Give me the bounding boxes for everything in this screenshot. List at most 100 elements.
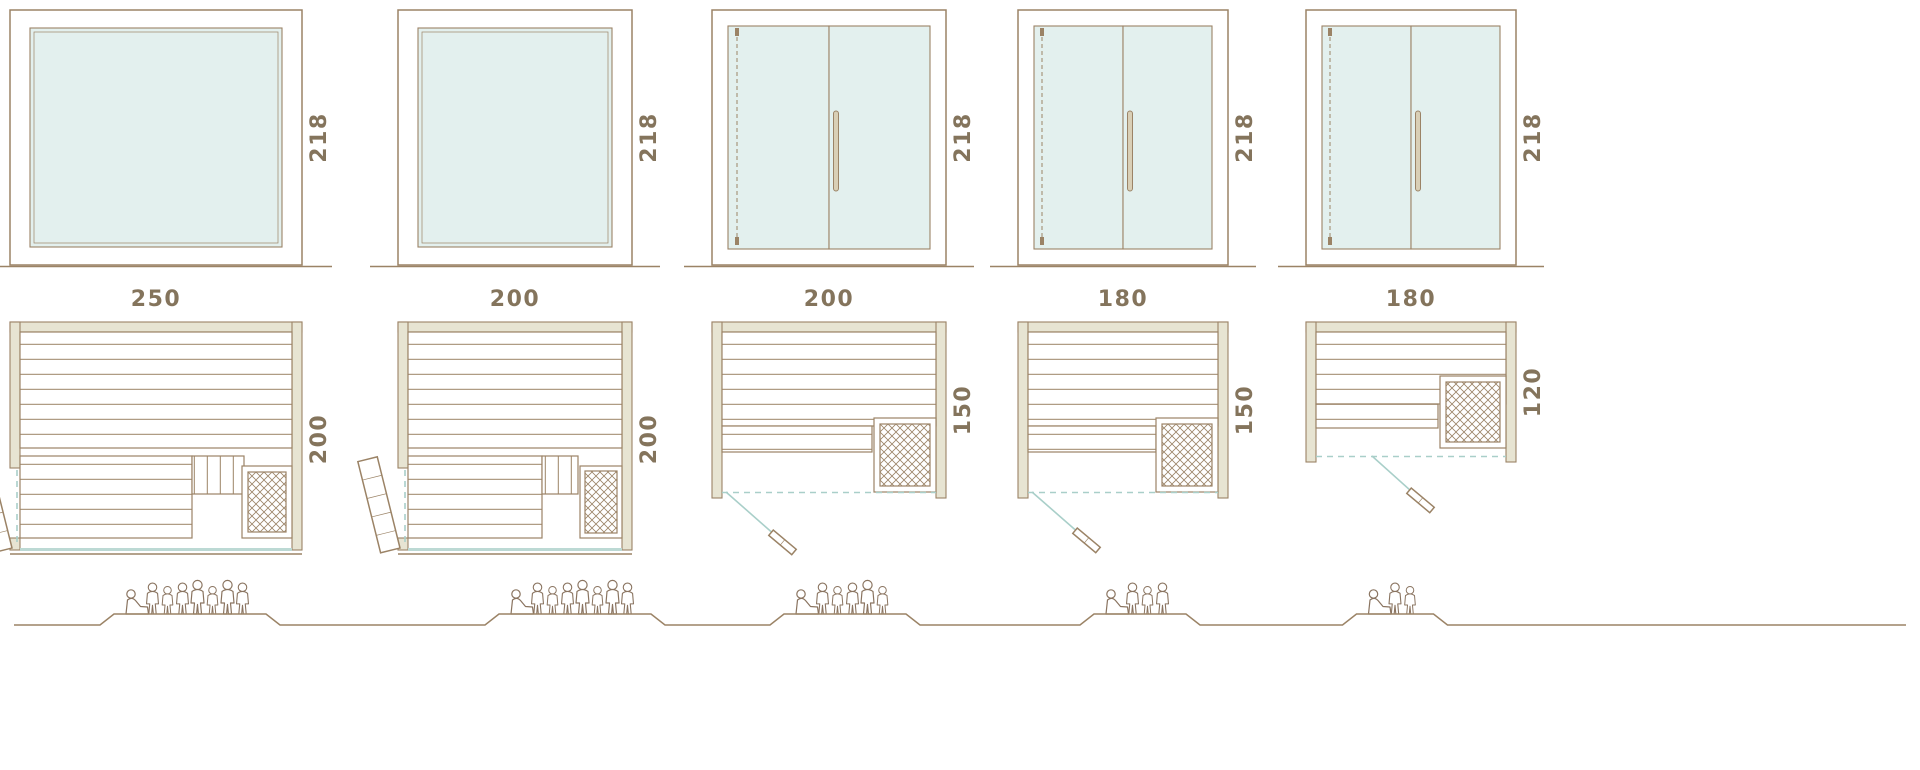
person-icon	[161, 585, 174, 615]
backrest-slats	[541, 455, 579, 495]
plan-depth-label: 150	[1233, 385, 1258, 435]
capacity-figures	[125, 579, 250, 615]
front-width-label: 180	[1386, 287, 1436, 312]
person-icon	[1141, 585, 1154, 615]
wall-top	[1305, 321, 1517, 333]
door-leaf	[1071, 526, 1102, 554]
person-icon	[125, 589, 150, 615]
front-elevation: 218 200	[684, 9, 976, 312]
floor-plan: 120	[1305, 321, 1546, 514]
wall-left	[1017, 321, 1029, 499]
plan-depth-label: 200	[307, 414, 332, 464]
person-icon	[546, 585, 559, 615]
hinge-bottom-icon	[1040, 237, 1044, 245]
person-icon	[575, 579, 590, 615]
person-icon	[1155, 582, 1170, 615]
door-leaf	[0, 455, 13, 554]
capacity-figures	[1105, 582, 1170, 615]
lower-bench	[407, 455, 543, 539]
heater-icon	[1155, 417, 1219, 493]
backrest-slats	[191, 455, 245, 495]
person-icon	[831, 585, 844, 615]
lower-bench	[19, 455, 193, 539]
floor-plan: 200	[0, 321, 332, 555]
door-handle	[833, 110, 839, 192]
person-icon	[235, 582, 250, 615]
wall-right	[621, 321, 633, 551]
wall-left	[9, 321, 21, 469]
model-column-5: 218 180 120	[1278, 9, 1546, 615]
front-width-label: 200	[490, 287, 540, 312]
capacity-figures	[795, 579, 889, 615]
model-column-2: 218 200 200	[356, 9, 662, 615]
heater-icon	[579, 465, 623, 539]
wall-top	[397, 321, 633, 333]
wall-left	[711, 321, 723, 499]
upper-bench	[1027, 331, 1219, 427]
front-width-label: 250	[131, 287, 181, 312]
capacity-figures	[510, 579, 635, 615]
wall-top	[1017, 321, 1229, 333]
front-height-label: 218	[307, 112, 332, 162]
plan-depth-label: 120	[1521, 367, 1546, 417]
glass-inner-line	[421, 31, 609, 244]
lower-bench	[1027, 425, 1157, 453]
wall-right	[935, 321, 947, 499]
door-panel-left	[1321, 25, 1412, 250]
wall-right	[1505, 321, 1517, 463]
front-height-label: 218	[951, 112, 976, 162]
plan-depth-label: 200	[637, 414, 662, 464]
person-icon	[510, 589, 535, 615]
door-leaf	[356, 455, 401, 554]
front-width-label: 180	[1098, 287, 1148, 312]
hinge-top-icon	[735, 28, 739, 36]
person-icon	[795, 589, 820, 615]
person-icon	[591, 585, 604, 615]
front-elevation: 218 180	[1278, 9, 1546, 312]
floor-plan: 200	[356, 321, 662, 555]
hinge-bottom-icon	[735, 237, 739, 245]
model-column-1: 218 250 200	[0, 9, 332, 615]
hinge-bottom-icon	[1328, 237, 1332, 245]
ground-line	[14, 613, 1906, 626]
front-elevation: 218 250	[0, 9, 332, 312]
door-leaf	[767, 528, 798, 556]
person-icon	[876, 585, 889, 615]
upper-bench	[1315, 331, 1507, 405]
door-panel-right	[1122, 25, 1213, 250]
person-icon	[620, 582, 635, 615]
wall-right	[1217, 321, 1229, 499]
person-icon	[175, 582, 190, 615]
wall-left	[397, 321, 409, 469]
front-elevation: 218 180	[990, 9, 1258, 312]
wall-left	[1305, 321, 1317, 463]
person-icon	[1404, 585, 1416, 615]
front-height-label: 218	[1233, 112, 1258, 162]
model-column-3: 218 200 150	[684, 9, 976, 615]
person-icon	[560, 582, 575, 615]
front-elevation: 218 200	[370, 9, 662, 312]
person-icon	[190, 579, 205, 615]
floor-plan: 150	[711, 321, 976, 556]
wall-right	[291, 321, 303, 551]
heater-icon	[241, 465, 293, 539]
floor-plan: 150	[1017, 321, 1258, 554]
upper-bench	[407, 331, 623, 449]
glass-panel	[29, 27, 283, 248]
door-panel-left	[1033, 25, 1124, 250]
person-icon	[1105, 589, 1130, 615]
hinge-top-icon	[1040, 28, 1044, 36]
model-column-4: 218 180 150	[990, 9, 1258, 615]
upper-bench	[721, 331, 937, 427]
glass-panel	[417, 27, 613, 248]
wall-top	[9, 321, 303, 333]
hinge-top-icon	[1328, 28, 1332, 36]
door-leaf	[1405, 486, 1436, 514]
person-icon	[605, 579, 620, 615]
door-handle	[1415, 110, 1421, 192]
door-panel-right	[828, 25, 931, 250]
plan-depth-label: 150	[951, 385, 976, 435]
person-icon	[206, 585, 219, 615]
heater-icon	[1439, 375, 1507, 449]
